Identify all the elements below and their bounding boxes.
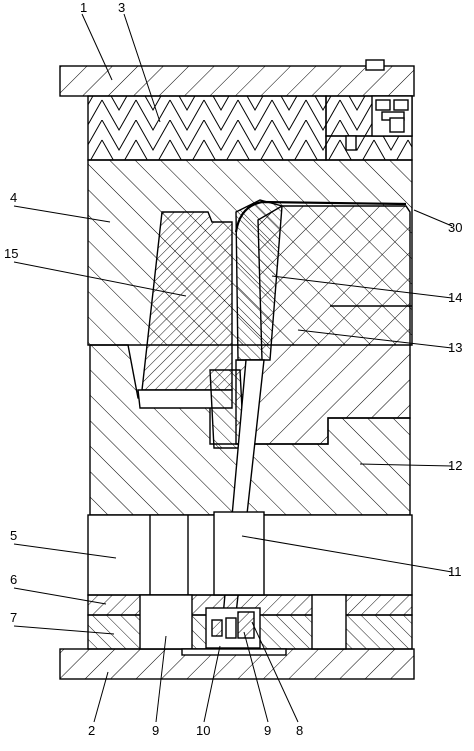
top-clamp-plate xyxy=(59,65,415,97)
label-14: 14 xyxy=(448,290,462,305)
slide-seat xyxy=(237,611,255,639)
inclined-core xyxy=(235,199,283,361)
product-outline xyxy=(234,200,407,233)
label-11: 11 xyxy=(448,564,462,579)
leader-lines xyxy=(13,13,453,723)
label-15: 15 xyxy=(4,246,18,261)
guide-sleeve xyxy=(213,511,265,596)
label-8: 8 xyxy=(296,723,303,738)
label-12: 12 xyxy=(448,458,462,473)
label-1: 1 xyxy=(80,0,87,15)
label-2: 2 xyxy=(88,723,95,738)
guide-block-left xyxy=(139,594,193,650)
label-30: 30 xyxy=(448,220,462,235)
guide-block-right xyxy=(311,594,347,650)
mold-body xyxy=(59,59,415,680)
label-7: 7 xyxy=(10,610,17,625)
runner-plate xyxy=(87,95,327,161)
label-9-right: 9 xyxy=(264,723,271,738)
label-10: 10 xyxy=(196,723,210,738)
label-5: 5 xyxy=(10,528,17,543)
label-13: 13 xyxy=(448,340,462,355)
runner-plate-lower xyxy=(325,135,413,161)
label-6: 6 xyxy=(10,572,17,587)
part-labels: 1 3 4 15 30 14 13 12 5 11 6 7 2 9 10 9 8 xyxy=(4,0,462,738)
latch-device xyxy=(345,59,413,151)
label-9-left: 9 xyxy=(152,723,159,738)
label-4: 4 xyxy=(10,190,17,205)
label-3: 3 xyxy=(118,0,125,15)
